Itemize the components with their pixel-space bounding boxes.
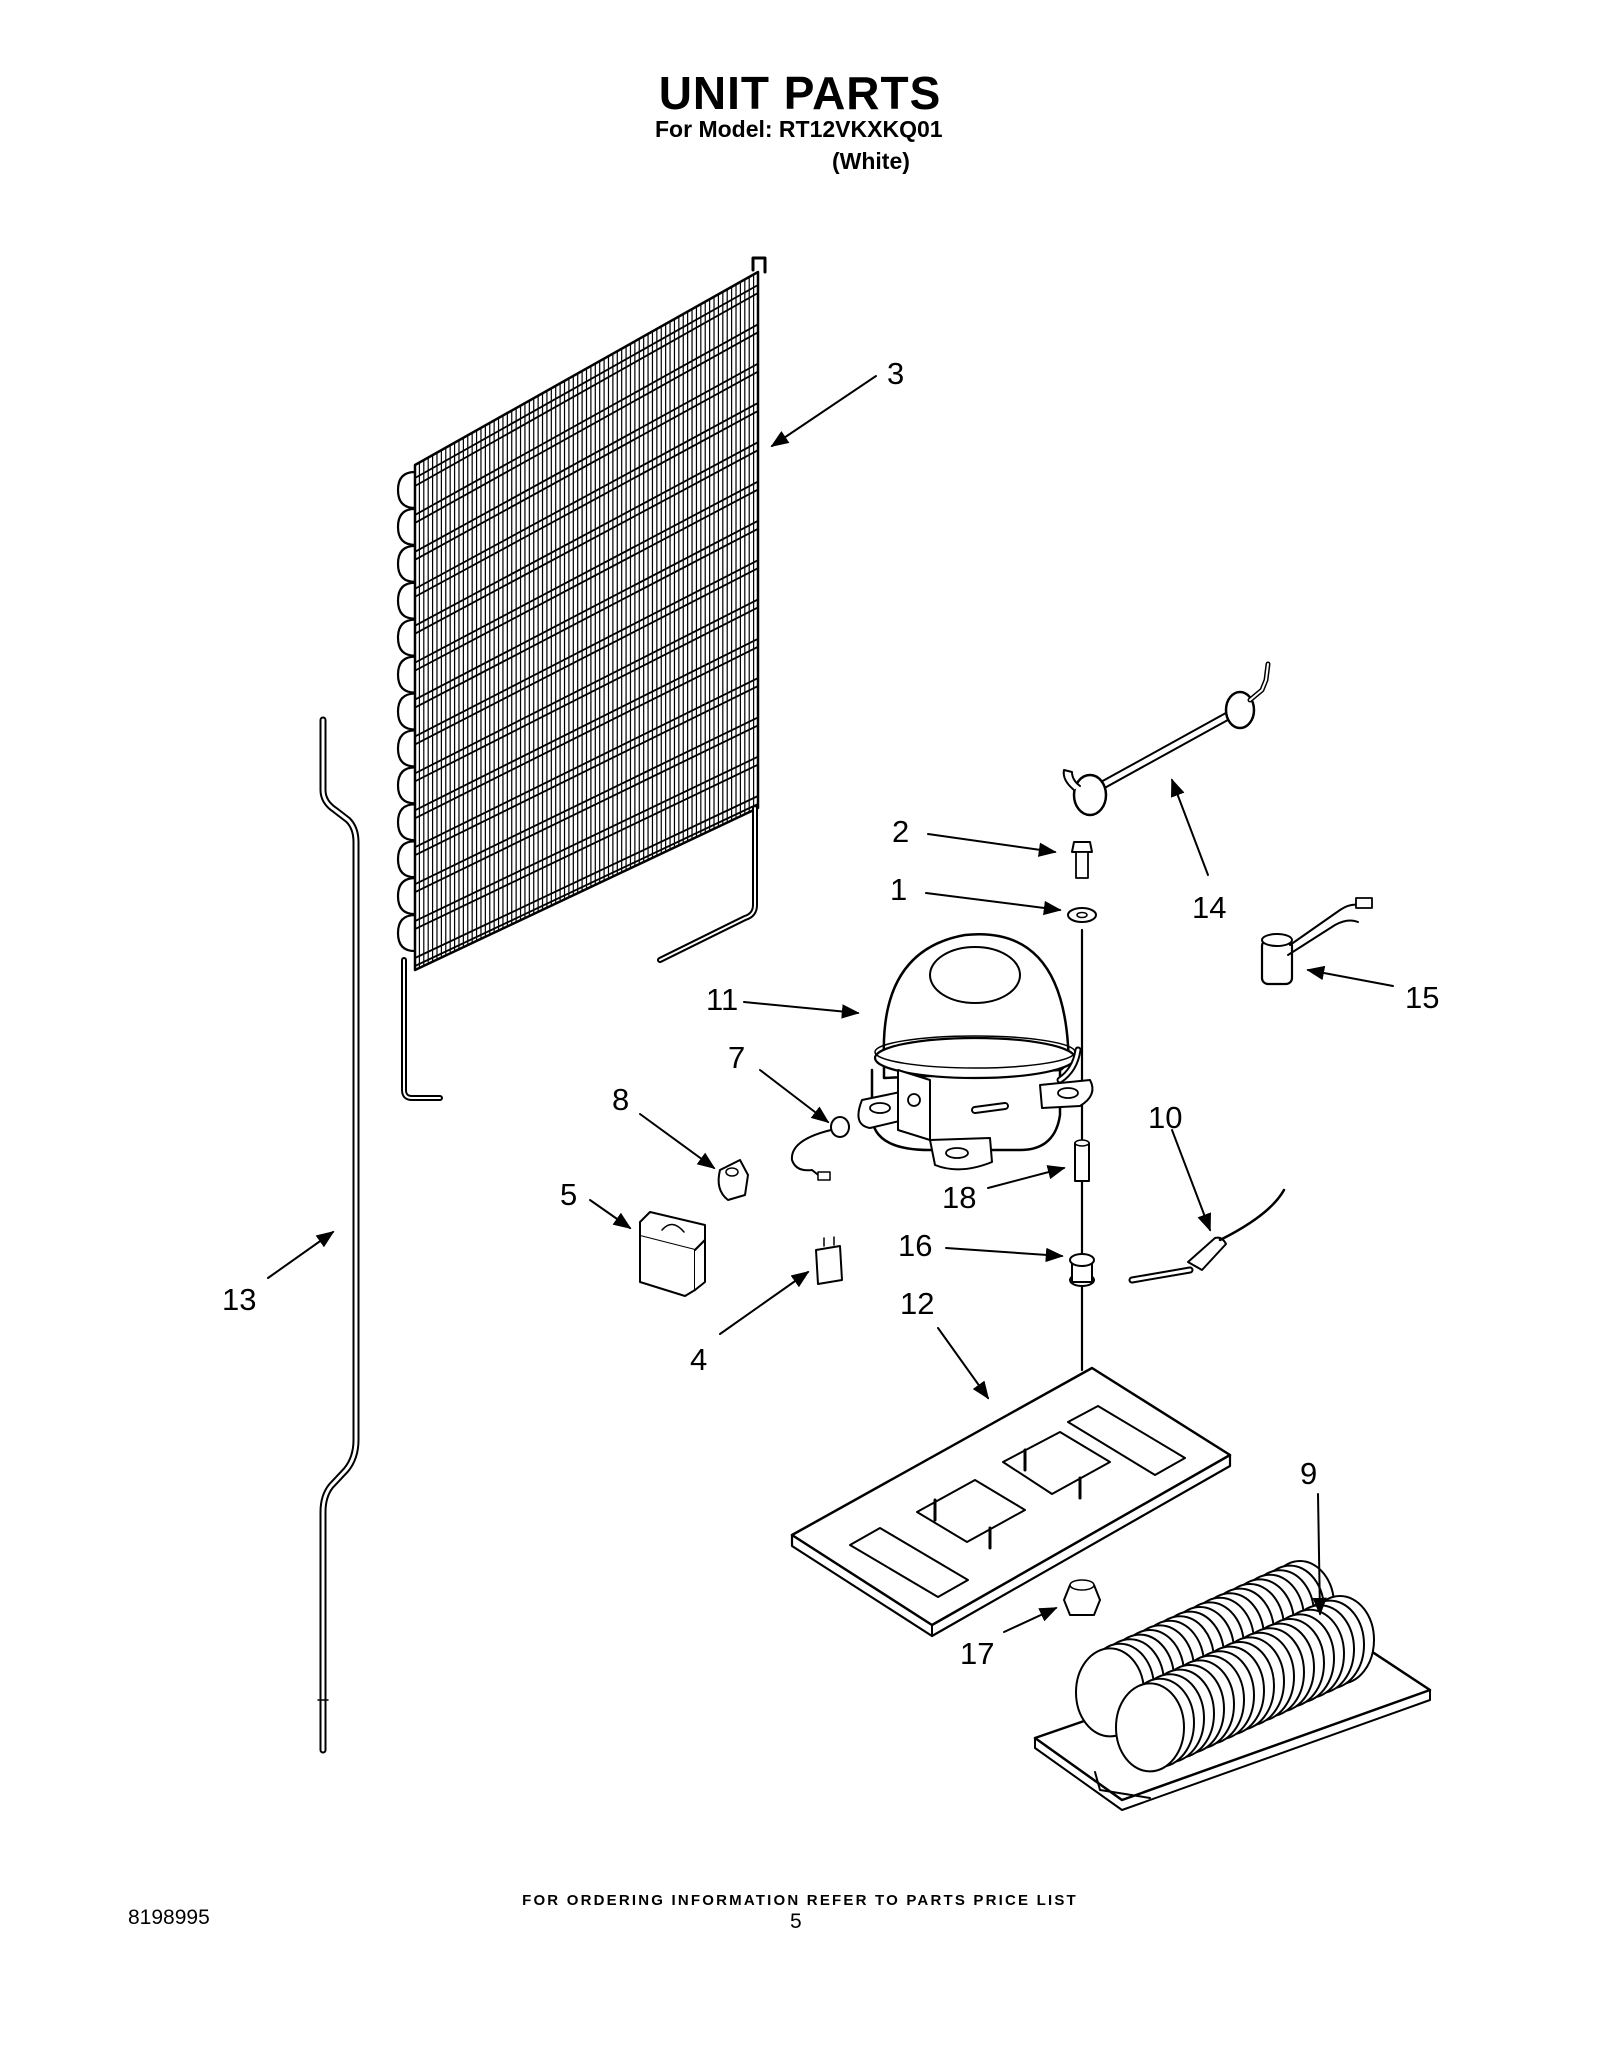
leader-line <box>937 1327 990 1400</box>
long-tube <box>317 716 360 1754</box>
callout-14: 14 <box>1192 890 1226 925</box>
callout-2: 2 <box>892 814 909 849</box>
drain-pan-coil <box>1033 1560 1432 1811</box>
leader-line <box>945 1247 1064 1263</box>
callout-10: 10 <box>1148 1100 1182 1135</box>
leader-line <box>589 1199 632 1230</box>
document-number: 8198995 <box>128 1906 210 1929</box>
compressor <box>857 932 1094 1171</box>
callout-1: 1 <box>890 872 907 907</box>
leader-line <box>1306 965 1394 987</box>
callout-17: 17 <box>960 1636 994 1671</box>
leader-line <box>1312 1493 1327 1616</box>
wire-harness <box>790 1116 850 1181</box>
heat-exchanger <box>1062 661 1271 817</box>
condenser-coil <box>396 256 767 1101</box>
page-title: UNIT PARTS <box>658 67 942 119</box>
leader-line <box>1171 1129 1211 1232</box>
callout-12: 12 <box>900 1286 934 1321</box>
callout-9: 9 <box>1300 1456 1317 1491</box>
relay <box>717 1159 749 1201</box>
leader-line <box>925 892 1062 916</box>
callout-15: 15 <box>1405 980 1439 1015</box>
callout-11: 11 <box>706 982 738 1017</box>
callout-13: 13 <box>222 1282 256 1317</box>
leader-line <box>743 1001 860 1019</box>
mounting-hardware <box>1063 841 1101 1616</box>
model-color: (White) <box>832 148 910 174</box>
model-number: For Model: RT12VKXKQ01 <box>655 116 943 142</box>
relay-switch <box>1260 897 1373 986</box>
leader-line <box>719 1270 810 1335</box>
leader-line <box>759 1069 830 1124</box>
filter-drier <box>1128 1188 1286 1284</box>
callout-7: 7 <box>728 1040 745 1075</box>
leader-line <box>1171 778 1209 876</box>
callout-5: 5 <box>560 1177 577 1212</box>
leader-line <box>987 1165 1066 1189</box>
ordering-note: FOR ORDERING INFORMATION REFER TO PARTS … <box>522 1892 1078 1909</box>
callout-16: 16 <box>898 1228 932 1263</box>
leader-line <box>639 1113 716 1170</box>
base-plate <box>790 1366 1232 1638</box>
leader-line <box>770 375 877 448</box>
relay-cover <box>639 1211 706 1297</box>
callout-3: 3 <box>887 356 904 391</box>
leader-line <box>267 1230 335 1279</box>
callouts: 3 2 1 14 15 11 7 8 10 18 5 16 13 12 4 9 <box>222 356 1439 1671</box>
callout-4: 4 <box>690 1342 707 1377</box>
callout-8: 8 <box>612 1082 629 1117</box>
leader-line <box>1003 1607 1058 1633</box>
page-number: 5 <box>790 1910 802 1933</box>
callout-18: 18 <box>942 1180 976 1215</box>
capacitor <box>815 1236 843 1285</box>
leader-line <box>927 833 1057 857</box>
